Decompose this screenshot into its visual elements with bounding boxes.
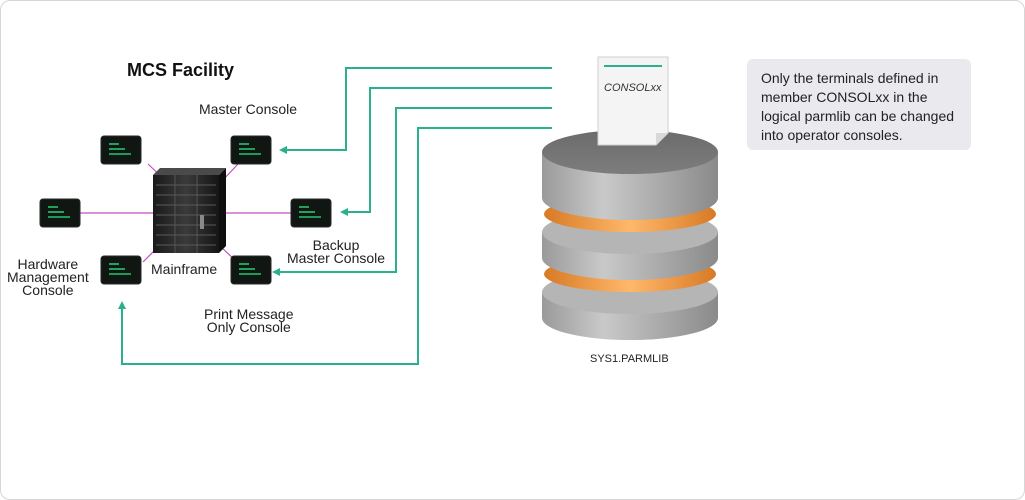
parmlib-arrows bbox=[118, 67, 552, 365]
backup-master-console-label: Backup Master Console bbox=[287, 237, 386, 266]
backup-console-terminal-icon bbox=[290, 198, 332, 228]
hmc-label: Hardware Management Console bbox=[7, 256, 89, 298]
database-label: SYS1.PARMLIB bbox=[590, 353, 669, 365]
hmc-terminal-icon bbox=[39, 198, 81, 228]
info-note: Only the terminals defined in member CON… bbox=[747, 59, 971, 150]
database-icon bbox=[542, 130, 718, 340]
arrow-to-master-console bbox=[279, 67, 552, 154]
arrow-to-bottom-console bbox=[272, 107, 552, 276]
master-console-terminal-icon bbox=[230, 135, 272, 165]
document-icon bbox=[597, 56, 669, 146]
diagram-title: MCS Facility bbox=[127, 60, 235, 80]
mainframe-label: Mainframe bbox=[151, 261, 218, 277]
print-only-console-label: Print Message Only Console bbox=[204, 306, 294, 335]
arrow-to-print-only-console bbox=[118, 127, 552, 365]
arrow-to-backup-console bbox=[340, 87, 552, 216]
terminal-icon bbox=[230, 255, 272, 285]
print-only-console-terminal-icon bbox=[100, 255, 142, 285]
mainframe-icon bbox=[153, 168, 226, 253]
terminal-icon bbox=[100, 135, 142, 165]
master-console-label: Master Console bbox=[199, 101, 298, 117]
document-label: CONSOLxx bbox=[604, 82, 662, 94]
